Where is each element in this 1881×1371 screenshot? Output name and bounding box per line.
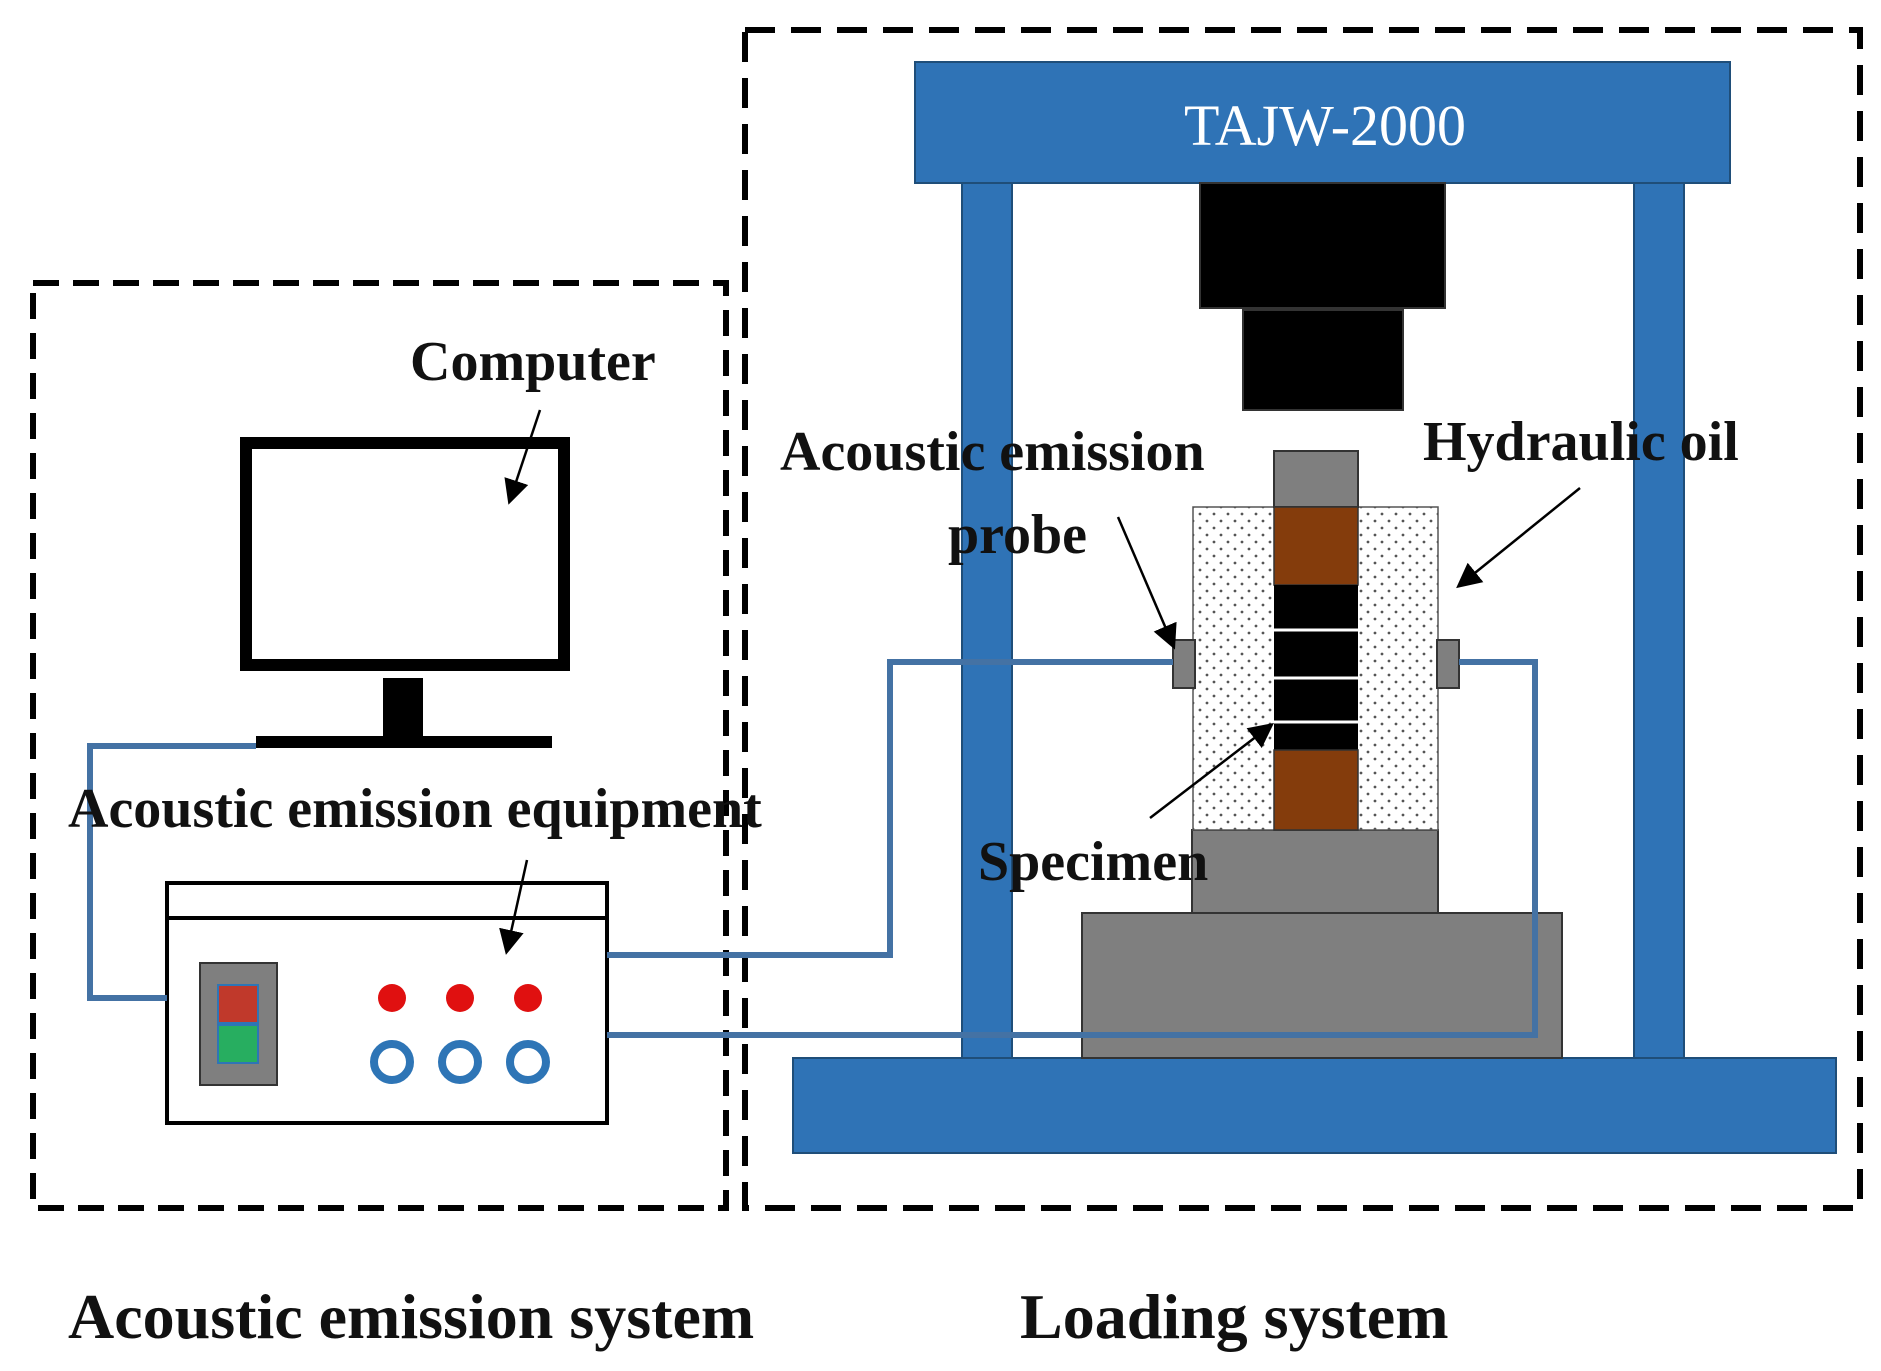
computer-to-equipment-cable [87,743,256,1001]
ae-system-caption: Acoustic emission system [68,1281,754,1352]
loading-frame: TAJW-2000 [792,61,1837,1154]
upper-piston [1199,182,1446,309]
frame-column-left [961,182,1013,1064]
power-switch-red [217,984,259,1024]
computer-label: Computer [410,331,656,393]
channel-connector-2 [438,1040,482,1084]
loading-system-caption: Loading system [1020,1281,1449,1352]
computer-monitor [240,437,570,748]
ae-probe-left [1172,639,1196,689]
ae-equipment-label: Acoustic emission equipment [68,778,762,840]
ae-equipment-box [165,881,609,1125]
hydraulic-oil-label: Hydraulic oil [1423,411,1739,473]
frame-column-right [1633,182,1685,1064]
monitor-neck [383,678,423,736]
ae-probe-label-line2: probe [948,504,1087,566]
specimen [1273,506,1359,831]
frame-crosshead [914,61,1731,184]
specimen-arrow [1149,722,1274,819]
specimen-core [1274,585,1358,750]
hydraulic-oil-arrow [1456,487,1581,589]
monitor-stand [256,736,552,748]
machine-model-label: TAJW-2000 [1184,93,1466,158]
upper-piston-rod [1242,309,1404,411]
specimen-label: Specimen [978,831,1208,893]
specimen-bottom-cap [1273,749,1359,831]
probe-arrow [1116,516,1177,650]
indicator-led-3 [514,984,542,1012]
monitor-screen [240,437,570,671]
computer-arrow [504,409,542,505]
ae-probe-label-line1: Acoustic emission [780,421,1205,483]
ae-probe-right [1436,639,1460,689]
frame-base [792,1057,1837,1154]
specimen-top-cap [1273,506,1359,586]
indicator-led-2 [446,984,474,1012]
power-switch-green [217,1024,259,1064]
ae-system-boundary [30,280,729,1211]
channel-connector-1 [370,1040,414,1084]
loading-system-boundary [742,27,1863,1211]
upper-platen [1273,450,1359,508]
right-probe-cable [607,659,1538,1038]
channel-connector-3 [506,1040,550,1084]
indicator-led-1 [378,984,406,1012]
left-probe-cable [607,659,1173,958]
lower-platen [1191,829,1439,914]
equipment-arrow [499,859,529,955]
